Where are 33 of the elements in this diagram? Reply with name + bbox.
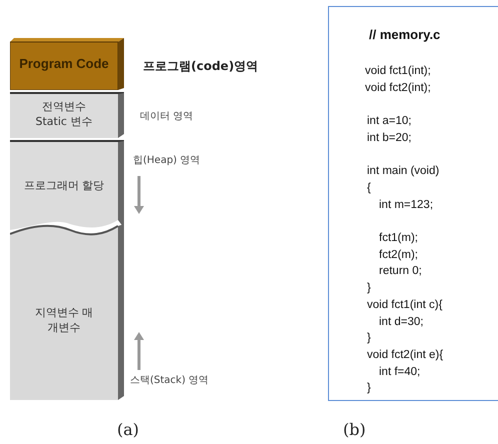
- segment-title: Program Code: [19, 55, 109, 73]
- region-label: 프로그램(code)영역: [143, 58, 258, 75]
- code-line: int main (void): [367, 165, 440, 178]
- code-line: void fct1(int c){: [367, 298, 442, 311]
- code-line: void fct2(int e){: [367, 348, 444, 361]
- heap-segment-block: [10, 140, 124, 232]
- segment-description: 프로그래머 할당: [24, 178, 104, 194]
- code-line: void fct1(int);: [365, 65, 431, 77]
- code-line: }: [367, 282, 371, 294]
- region-label: 스택(Stack) 영역: [130, 374, 209, 387]
- code-segment-block: [10, 38, 124, 90]
- code-line: int b=20;: [367, 132, 412, 144]
- code-line: fct1(m);: [379, 232, 418, 244]
- code-line: }: [367, 332, 371, 344]
- file-name-comment: // memory.c: [369, 27, 440, 42]
- code-line: return 0;: [379, 265, 422, 278]
- code-line: }: [367, 382, 371, 394]
- region-label: 데이터 영역: [140, 110, 194, 123]
- code-line: int a=10;: [367, 115, 412, 128]
- code-line: int m=123;: [379, 198, 434, 211]
- stack-segment-block: [10, 222, 124, 400]
- segment-description: 전역변수 Static 변수: [34, 100, 94, 130]
- segment-description: 지역변수 매개변수: [34, 306, 94, 336]
- data-segment-block: [10, 92, 124, 138]
- code-line: int d=30;: [379, 316, 424, 328]
- code-panel: [328, 6, 498, 401]
- code-line: int f=40;: [379, 366, 420, 378]
- figure-label: (a): [117, 420, 140, 439]
- region-label: 힙(Heap) 영역: [133, 154, 200, 167]
- code-line: void fct2(int);: [365, 82, 431, 94]
- figure-label: (b): [343, 420, 366, 439]
- code-line: fct2(m);: [379, 248, 418, 261]
- code-line: {: [367, 182, 371, 194]
